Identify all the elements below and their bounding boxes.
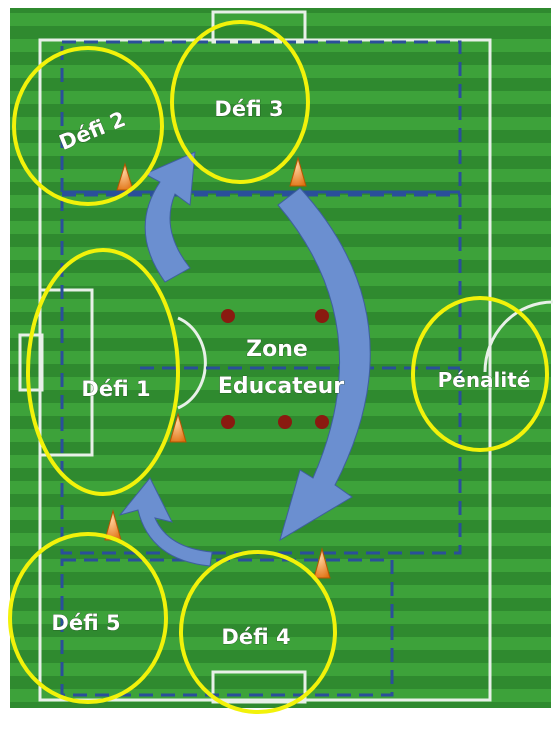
defi-5-circle: [8, 532, 168, 704]
penalite-circle: [411, 296, 549, 452]
defi-2-circle: [12, 46, 164, 206]
left-goal-area: [38, 288, 94, 457]
challenge-circles: [8, 20, 549, 714]
defi-5-label: Défi 5: [51, 611, 120, 635]
top-zone: [60, 40, 462, 194]
defi-3-circle: [170, 20, 310, 184]
arrow-defi1-to-defi3: [143, 151, 196, 283]
ball-marker: [278, 415, 292, 429]
defi-4-circle: [179, 550, 337, 714]
defi-4-label: Défi 4: [221, 625, 290, 649]
cone: [289, 156, 307, 187]
cone: [313, 547, 331, 579]
cone: [116, 162, 134, 191]
zone-label-line2: Educateur: [218, 374, 344, 399]
arrow-defi3-to-defi4: [277, 187, 371, 542]
defi-1-label: Défi 1: [81, 377, 150, 401]
defi-3-label: Défi 3: [214, 97, 283, 121]
bottom-goal-area: [211, 670, 307, 704]
right-center-arc: [483, 300, 553, 373]
ball-marker: [221, 415, 235, 429]
cone: [169, 412, 187, 443]
arrow-defi4-to-defi1: [118, 477, 213, 567]
defi-1-circle: [26, 248, 180, 496]
ball-markers: [221, 309, 329, 429]
cones: [104, 156, 331, 579]
ball-marker: [315, 415, 329, 429]
penalite-label: Pénalité: [438, 368, 531, 392]
left-center-arc: [177, 316, 207, 410]
ball-marker: [315, 309, 329, 323]
rotation-arrows: [118, 151, 371, 567]
ball-marker: [221, 309, 235, 323]
zone-label-line1: Zone: [246, 337, 308, 362]
